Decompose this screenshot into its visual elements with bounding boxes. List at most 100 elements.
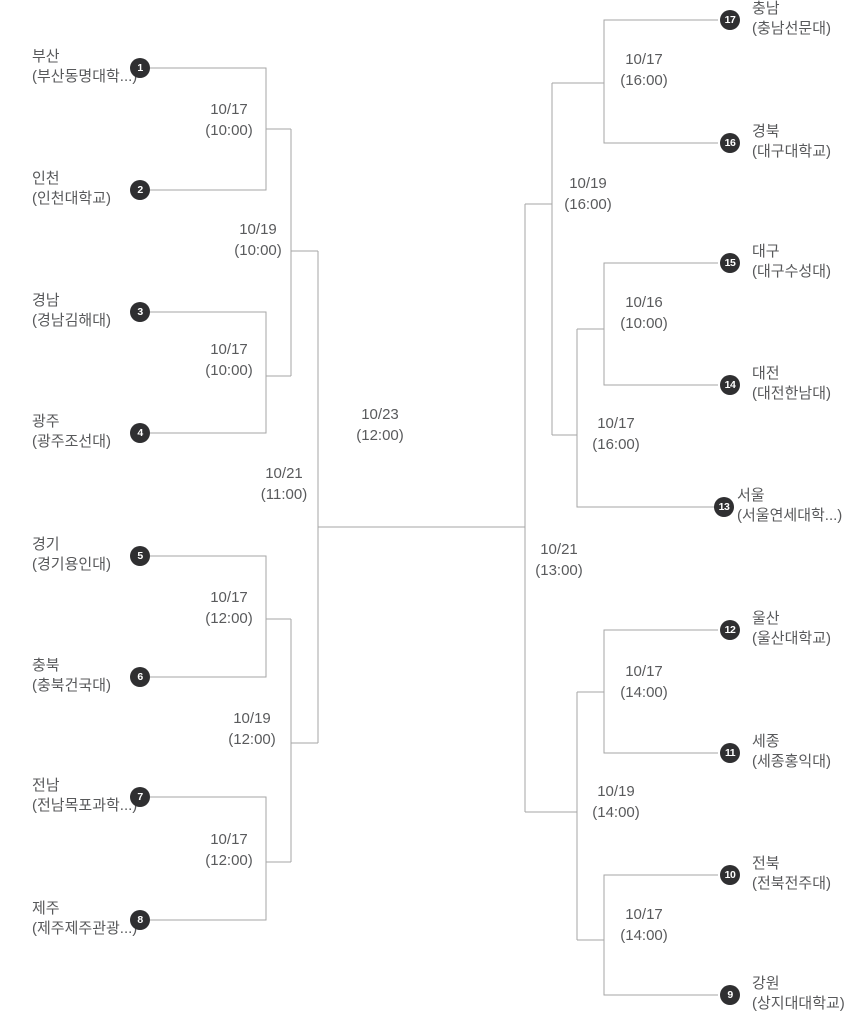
team-region: 강원 <box>752 975 780 992</box>
match-schedule-r-qf4: 10/17 (14:00) <box>599 904 689 946</box>
match-date: 10/17 <box>625 663 663 680</box>
team-chungnam[interactable]: 충남 (충남선문대) 17 <box>714 0 854 45</box>
connector-l-qf3 <box>150 555 267 678</box>
match-schedule-l-sf2: 10/19 (12:00) <box>207 708 297 750</box>
team-label: 인천 (인천대학교) <box>32 169 111 209</box>
seed-badge: 8 <box>130 910 150 930</box>
team-region: 전남 <box>32 777 60 794</box>
connector-r-playin <box>603 262 718 386</box>
team-university: (서울연세대학...) <box>737 507 843 524</box>
match-date: 10/19 <box>239 221 277 238</box>
team-university: (인천대학교) <box>32 190 111 207</box>
team-sejong[interactable]: 세종 (세종홍익대) 11 <box>714 732 854 778</box>
team-busan[interactable]: 부산 (부산동명대학...) 1 <box>32 47 162 93</box>
team-jeonbuk[interactable]: 전북 (전북전주대) 10 <box>714 854 854 900</box>
team-university: (대구대학교) <box>752 143 831 160</box>
team-jeju[interactable]: 제주 (제주제주관광...) 8 <box>32 899 162 945</box>
team-gangwon[interactable]: 강원 (상지대대학교) 9 <box>714 974 854 1020</box>
team-university: (경기용인대) <box>32 556 111 573</box>
match-date: 10/23 <box>361 406 399 423</box>
team-label: 경북 (대구대학교) <box>752 122 831 162</box>
seed-badge: 10 <box>720 865 740 885</box>
team-region: 제주 <box>32 900 60 917</box>
seed-badge: 5 <box>130 546 150 566</box>
seed-badge: 9 <box>720 985 740 1005</box>
team-label: 충북 (충북건국대) <box>32 656 111 696</box>
team-label: 울산 (울산대학교) <box>752 609 831 649</box>
team-gyeonggi[interactable]: 경기 (경기용인대) 5 <box>32 535 162 581</box>
match-schedule-l-final: 10/21 (11:00) <box>239 463 329 505</box>
match-date: 10/19 <box>597 783 635 800</box>
match-time: (10:00) <box>620 315 668 332</box>
match-schedule-l-qf4: 10/17 (12:00) <box>184 829 274 871</box>
match-schedule-r-sf1: 10/19 (16:00) <box>543 173 633 215</box>
team-gwangju[interactable]: 광주 (광주조선대) 4 <box>32 412 162 458</box>
team-university: (제주제주관광...) <box>32 920 138 937</box>
team-incheon[interactable]: 인천 (인천대학교) 2 <box>32 169 162 215</box>
match-schedule-r-sf2: 10/19 (14:00) <box>571 781 661 823</box>
match-schedule-r-final: 10/21 (13:00) <box>514 539 604 581</box>
seed-badge: 2 <box>130 180 150 200</box>
match-date: 10/21 <box>540 541 578 558</box>
team-label: 세종 (세종홍익대) <box>752 732 831 772</box>
match-schedule-r-playin: 10/16 (10:00) <box>599 292 689 334</box>
connector-r-qf1 <box>603 19 718 144</box>
seed-badge: 6 <box>130 667 150 687</box>
seed-badge: 16 <box>720 133 740 153</box>
team-university: (전북전주대) <box>752 875 831 892</box>
team-label: 광주 (광주조선대) <box>32 412 111 452</box>
team-region: 충남 <box>752 0 780 17</box>
seed-badge: 12 <box>720 620 740 640</box>
team-jeonnam[interactable]: 전남 (전남목포과학...) 7 <box>32 776 162 822</box>
team-university: (충북건국대) <box>32 677 111 694</box>
connector-r-qf2 <box>576 329 714 508</box>
match-time: (16:00) <box>592 436 640 453</box>
match-date: 10/17 <box>625 51 663 68</box>
match-schedule-l-qf3: 10/17 (12:00) <box>184 587 274 629</box>
team-label: 경기 (경기용인대) <box>32 535 111 575</box>
team-gyeongbuk[interactable]: 경북 (대구대학교) 16 <box>714 122 854 168</box>
match-date: 10/17 <box>210 831 248 848</box>
match-time: (12:00) <box>228 731 276 748</box>
team-label: 전남 (전남목포과학...) <box>32 776 137 816</box>
seed-badge: 3 <box>130 302 150 322</box>
team-daegu[interactable]: 대구 (대구수성대) 15 <box>714 242 854 288</box>
team-label: 부산 (부산동명대학...) <box>32 47 137 87</box>
match-time: (12:00) <box>205 852 253 869</box>
match-time: (10:00) <box>205 122 253 139</box>
match-date: 10/17 <box>210 101 248 118</box>
team-gyeongnam[interactable]: 경남 (경남김해대) 3 <box>32 291 162 337</box>
team-ulsan[interactable]: 울산 (울산대학교) 12 <box>714 609 854 655</box>
match-time: (13:00) <box>535 562 583 579</box>
seed-badge: 1 <box>130 58 150 78</box>
team-university: (세종홍익대) <box>752 753 831 770</box>
seed-badge: 13 <box>714 497 734 517</box>
team-region: 광주 <box>32 413 60 430</box>
seed-badge: 17 <box>720 10 740 30</box>
team-region: 경남 <box>32 292 60 309</box>
match-date: 10/17 <box>210 589 248 606</box>
match-time: (10:00) <box>234 242 282 259</box>
match-schedule-l-sf1: 10/19 (10:00) <box>213 219 303 261</box>
match-date: 10/19 <box>233 710 271 727</box>
match-schedule-l-qf1: 10/17 (10:00) <box>184 99 274 141</box>
match-date: 10/17 <box>625 906 663 923</box>
team-label: 전북 (전북전주대) <box>752 854 831 894</box>
match-time: (14:00) <box>620 927 668 944</box>
team-chungbuk[interactable]: 충북 (충북건국대) 6 <box>32 656 162 702</box>
seed-badge: 15 <box>720 253 740 273</box>
team-label: 서울 (서울연세대학...) <box>737 486 842 526</box>
seed-badge: 14 <box>720 375 740 395</box>
team-seoul[interactable]: 서울 (서울연세대학...) 13 <box>714 486 854 532</box>
team-region: 서울 <box>737 487 765 504</box>
connector-r-qf4 <box>603 874 718 996</box>
match-time: (12:00) <box>356 427 404 444</box>
match-time: (14:00) <box>620 684 668 701</box>
team-university: (부산동명대학...) <box>32 68 138 85</box>
match-time: (16:00) <box>620 72 668 89</box>
team-region: 전북 <box>752 855 780 872</box>
match-time: (16:00) <box>564 196 612 213</box>
match-time: (12:00) <box>205 610 253 627</box>
team-daejeon[interactable]: 대전 (대전한남대) 14 <box>714 364 854 410</box>
